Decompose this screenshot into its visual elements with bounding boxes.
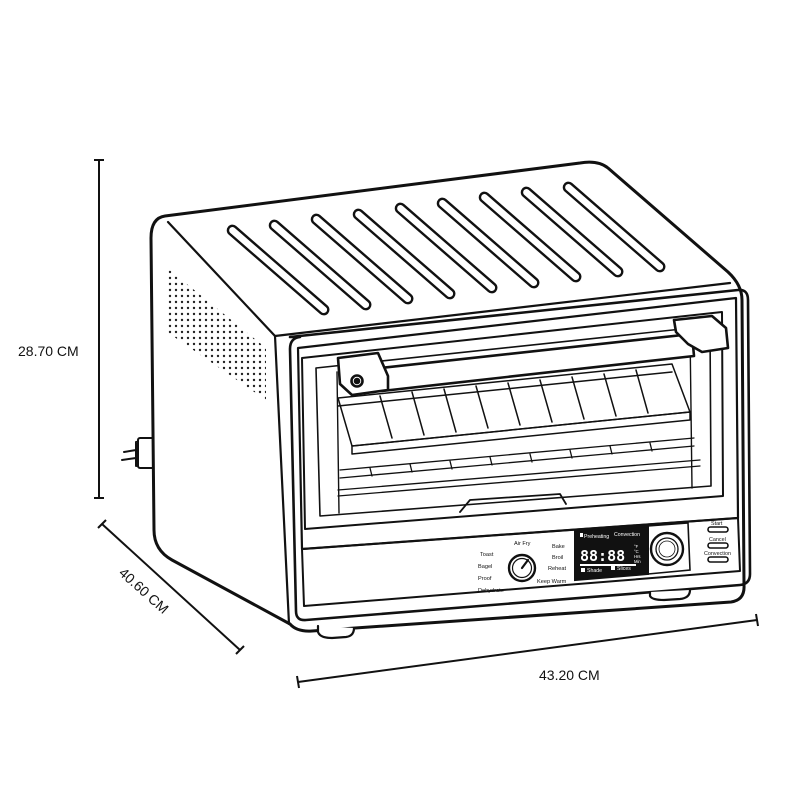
- oven: [121, 160, 752, 640]
- function-dehydrate: Dehydrate: [478, 588, 504, 594]
- temperature-time-knob[interactable]: [649, 531, 685, 567]
- start-button[interactable]: [707, 526, 729, 533]
- cancel-label: Cancel: [709, 537, 726, 543]
- vent-grille-icon: [167, 268, 266, 400]
- convection-label: Convection: [704, 551, 731, 557]
- function-toast: Toast: [480, 552, 494, 558]
- door-handle: [336, 314, 730, 397]
- lcd-display: Preheating Convection 88:88 °F °C Hrs Mi…: [574, 524, 649, 582]
- function-keep-warm: Keep Warm: [537, 579, 567, 585]
- top-vent-slots: [226, 181, 666, 316]
- display-shade: Shade: [587, 568, 602, 574]
- function-broil: Broil: [552, 555, 563, 561]
- depth-label: 40.60 CM: [116, 564, 172, 617]
- plug-icon: [121, 437, 155, 469]
- cancel-button[interactable]: [707, 542, 729, 549]
- display-slices: Slices: [617, 566, 631, 572]
- wire-rack: [339, 437, 695, 479]
- crumb-tray: [337, 459, 701, 513]
- display-convection: Convection: [614, 532, 640, 538]
- display-unit-min: Min: [634, 559, 641, 564]
- function-bagel: Bagel: [478, 564, 492, 570]
- display-unit-hrs: Hrs: [634, 554, 641, 559]
- width-label: 43.20 CM: [539, 667, 600, 683]
- function-knob[interactable]: [507, 553, 537, 583]
- display-digits: 88:88: [580, 547, 625, 565]
- height-dimension: [94, 159, 104, 499]
- width-dimension: [296, 613, 759, 689]
- front-frame: [288, 288, 752, 622]
- display-unit-f: °F: [634, 544, 639, 549]
- function-reheat: Reheat: [548, 566, 566, 572]
- function-air-fry: Air Fry: [514, 541, 531, 547]
- control-panel: Toast Bagel Proof Dehydrate Air Fry Bake…: [478, 521, 731, 594]
- oven-foot: [648, 588, 692, 602]
- function-bake: Bake: [552, 544, 565, 550]
- start-label: Start: [711, 521, 723, 527]
- display-preheating: Preheating: [584, 534, 609, 540]
- height-label: 28.70 CM: [18, 343, 79, 359]
- depth-dimension: [97, 519, 245, 655]
- display-unit-c: °C: [634, 549, 639, 554]
- oven-foot: [316, 624, 356, 640]
- air-fry-basket: [337, 363, 691, 455]
- convection-button[interactable]: [707, 556, 729, 563]
- function-proof: Proof: [478, 576, 492, 582]
